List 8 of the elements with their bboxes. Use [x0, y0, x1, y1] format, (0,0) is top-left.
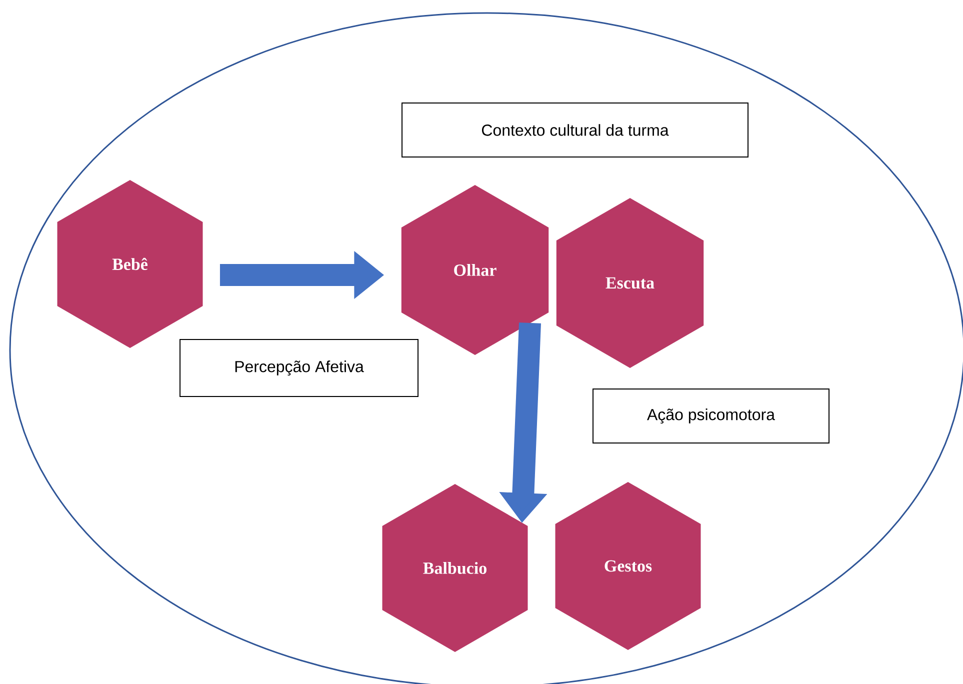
hexagon: Bebê — [57, 180, 203, 348]
hexagon: Escuta — [556, 198, 704, 368]
hexagon: Gestos — [555, 482, 701, 650]
text-box: Ação psicomotora — [592, 388, 830, 444]
hexagon: Olhar — [401, 184, 549, 355]
hexagon: Balbucio — [382, 484, 528, 652]
text-box: Contexto cultural da turma — [402, 102, 748, 158]
text-box: Percepção Afetiva — [180, 338, 418, 397]
